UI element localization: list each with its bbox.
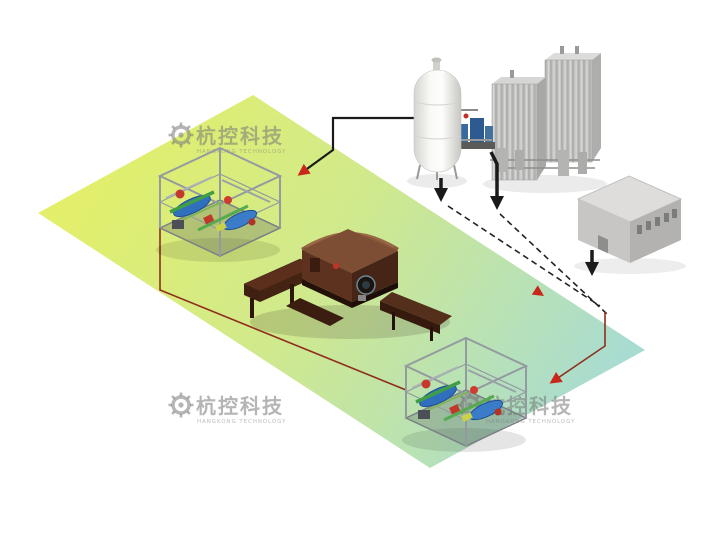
watermark-brand-text: 杭控科技 xyxy=(196,124,284,148)
gear-logo-icon xyxy=(166,390,196,420)
gear-logo-icon xyxy=(166,120,196,150)
main-machine xyxy=(243,229,452,341)
return-line-right xyxy=(549,312,606,384)
watermark-subtitle-text: HANGKONG TECHNOLOGY xyxy=(197,149,286,155)
watermark-subtitle-text: HANGKONG TECHNOLOGY xyxy=(197,419,286,425)
watermark-subtitle-text: HANGKONG TECHNOLOGY xyxy=(486,419,575,425)
storage-tank xyxy=(407,57,492,188)
building-door xyxy=(598,235,608,254)
watermark-brand-text: 杭控科技 xyxy=(196,394,284,418)
watermark-bottom-left: 杭控科技 HANGKONG TECHNOLOGY xyxy=(166,390,286,425)
watermark-top-left: 杭控科技 HANGKONG TECHNOLOGY xyxy=(166,120,286,155)
signal-dashed-line-1 xyxy=(447,205,601,307)
supply-line-to-left-skid xyxy=(297,116,441,176)
control-building xyxy=(574,175,686,274)
building-windows xyxy=(637,209,677,234)
silo-manifold xyxy=(490,148,600,176)
silo-outlet-arrow xyxy=(489,151,504,210)
signal-dashed-line-2 xyxy=(499,213,608,315)
outlet-arrows xyxy=(434,151,599,276)
gas-silos xyxy=(483,46,607,193)
flow-arrow xyxy=(531,285,544,296)
